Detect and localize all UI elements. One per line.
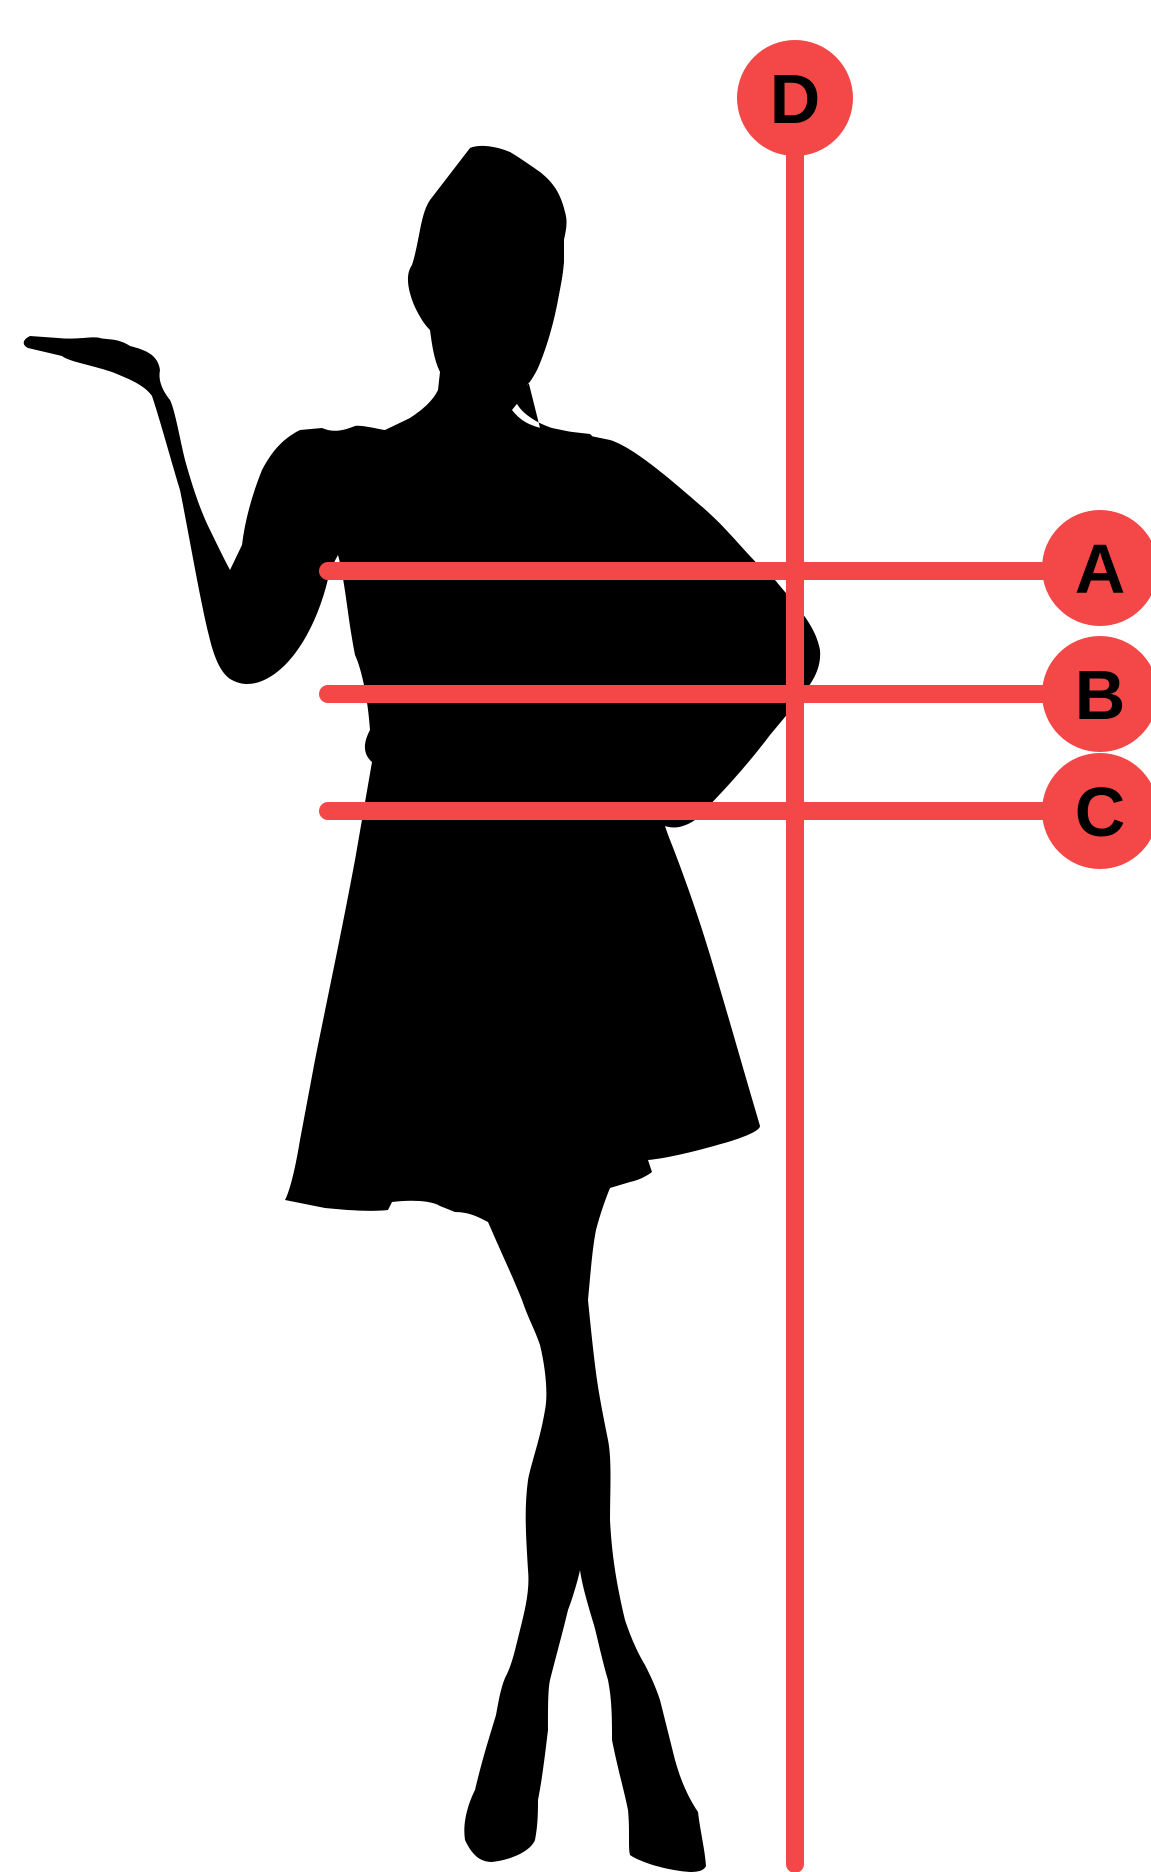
woman-silhouette-icon — [24, 146, 820, 1872]
marker-b: B — [1042, 636, 1151, 752]
marker-d-label: D — [770, 60, 821, 138]
marker-a: A — [1042, 510, 1151, 626]
marker-b-label: B — [1075, 656, 1126, 734]
marker-a-label: A — [1075, 530, 1126, 608]
marker-d: D — [737, 40, 853, 156]
marker-c: C — [1042, 753, 1151, 869]
marker-c-label: C — [1075, 773, 1126, 851]
